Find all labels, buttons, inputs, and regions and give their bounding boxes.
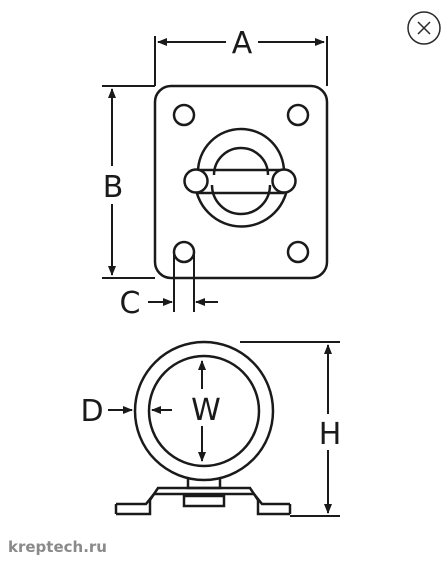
label-c: C <box>120 286 141 321</box>
close-icon[interactable] <box>406 10 442 46</box>
dimension-b <box>102 85 155 279</box>
center-ring <box>183 127 297 228</box>
dimension-h <box>240 341 340 517</box>
mounting-hole-top-right <box>286 103 310 127</box>
mounting-hole-top-left <box>172 103 196 127</box>
mounting-hole-bottom-right <box>286 240 310 264</box>
base-pin <box>182 494 226 508</box>
label-b: B <box>103 170 124 205</box>
ring-inner <box>147 354 261 468</box>
side-view <box>114 340 292 516</box>
label-d: D <box>80 394 103 429</box>
mounting-plate <box>153 84 329 280</box>
ring-outer <box>133 340 275 482</box>
label-h: H <box>319 417 342 452</box>
top-view <box>153 84 329 280</box>
label-a: A <box>232 26 253 61</box>
mounting-hole-bottom-left <box>172 240 196 264</box>
dimension-a <box>154 36 328 86</box>
dimension-c <box>148 252 218 312</box>
watermark: kreptech.ru <box>8 538 107 556</box>
base-plate-profile <box>116 486 290 516</box>
label-w: W <box>191 393 221 428</box>
